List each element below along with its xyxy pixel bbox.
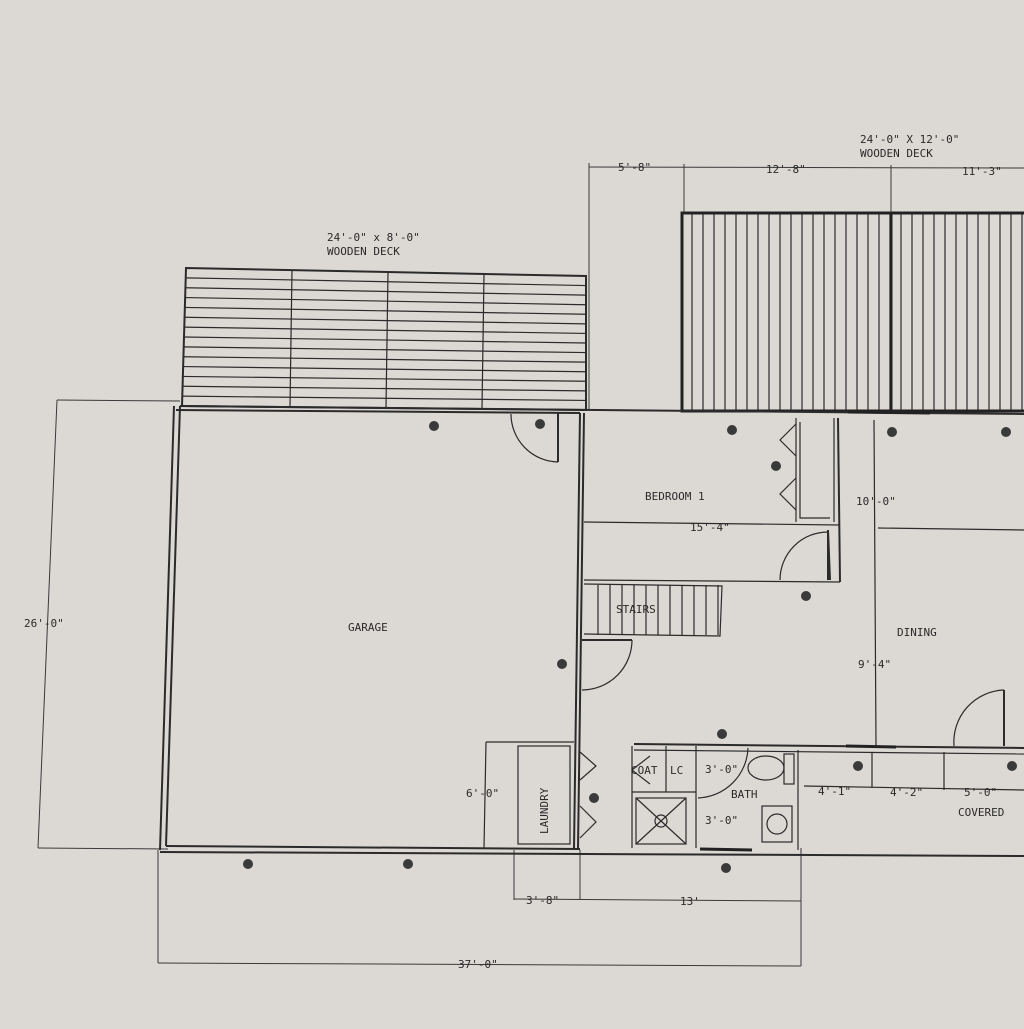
bedroom-label: BEDROOM 1 [645, 490, 705, 503]
bath-label: BATH [731, 788, 758, 801]
dim-4-1: 4'-1" [818, 785, 851, 798]
deck-left-type-label: WOODEN DECK [327, 245, 400, 258]
coat-label: COAT [631, 764, 658, 777]
deck-board [183, 336, 587, 344]
dim-bath-3b: 3'-0" [705, 814, 738, 827]
deck-left-size-label: 24'-0" x 8'-0" [327, 231, 420, 244]
laundry-label: LAUNDRY [538, 787, 551, 834]
deck-board [185, 277, 587, 287]
dim-9-4: 9'-4" [858, 658, 891, 671]
dim-5-8: 5'-8" [618, 161, 651, 174]
top-dimensions [588, 163, 1024, 410]
deck-board [183, 365, 587, 373]
dim-15-4: 15'-4" [690, 521, 730, 534]
left-wooden-deck [180, 266, 587, 412]
deck-board [183, 356, 587, 363]
deck-board [184, 326, 587, 335]
dim-3-8: 3'-8" [526, 894, 559, 907]
deck-board [185, 296, 587, 306]
deck-board [182, 375, 587, 382]
bath-fixtures [635, 753, 795, 845]
outlet-symbols [243, 419, 1017, 873]
dining-label: DINING [897, 626, 937, 639]
deck-right-type-label: WOODEN DECK [860, 147, 933, 160]
interior-walls [483, 412, 1024, 850]
garage-label: GARAGE [348, 621, 388, 634]
covered-label: COVERED [958, 806, 1004, 819]
right-wooden-deck [680, 211, 1024, 413]
dim-6: 6'-0" [466, 787, 499, 800]
deck-board [183, 346, 587, 354]
stairs [583, 583, 723, 637]
outer-dimension-lines [37, 399, 802, 967]
windows [699, 410, 931, 852]
dim-37: 37'-0" [458, 958, 498, 971]
dim-5: 5'-0" [964, 786, 997, 799]
deck-board [184, 316, 587, 325]
deck-board [182, 395, 587, 402]
room-labels: 24'-0" x 8'-0" WOODEN DECK 24'-0" X 12'-… [327, 133, 1004, 834]
stairs-label: STAIRS [616, 603, 656, 616]
dim-13: 13' [680, 895, 700, 908]
deck-board [182, 385, 587, 392]
dim-11-3: 11'-3" [962, 165, 1002, 178]
dim-10: 10'-0" [856, 495, 896, 508]
doors [510, 412, 1005, 839]
dim-bath-3a: 3'-0" [705, 763, 738, 776]
dim-4-2: 4'-2" [890, 786, 923, 799]
dim-26: 26'-0" [24, 617, 64, 630]
dim-12-8: 12'-8" [766, 163, 806, 176]
deck-board [184, 306, 587, 315]
lc-label: LC [670, 764, 683, 777]
exterior-walls [159, 405, 1024, 857]
dimension-labels: 5'-8" 12'-8" 11'-3" 26'-0" 15'-4" 10'-0"… [24, 161, 1002, 971]
deck-board [185, 287, 587, 296]
deck-right-size-label: 24'-0" X 12'-0" [860, 133, 959, 146]
